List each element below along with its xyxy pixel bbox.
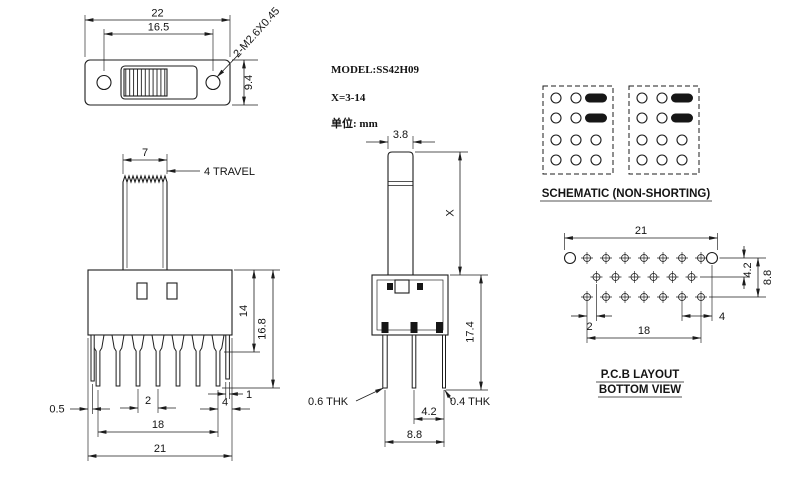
dim-pcb-width: 21 [635,225,647,237]
dim-thk-rear: 0.4 THK [450,396,491,408]
actuator-knob [122,174,168,270]
body-profile [371,274,449,336]
unit-note: 单位: mm [331,116,378,130]
terminal-pins [90,334,230,387]
side-view-dimensions: 7 4 TRAVEL 0.5 2 1 4 18 21 14 16.8 [49,147,280,461]
x-range-note: X=3-14 [331,92,366,104]
title-block: MODEL:SS42H09 X=3-14 单位: mm [331,64,420,130]
pcb-view: 21 2 4 18 4.2 8.8 P.C.B LAYOUT BOTTOM VI… [563,225,774,398]
model-number: MODEL:SS42H09 [331,64,420,76]
dim-pin-width: 1 [246,389,252,401]
schematic-view: SCHEMATIC (NON-SHORTING) [540,85,712,202]
hole-spec-label: 2-M2.6X0.45 [231,5,282,60]
pcb-caption-line1: P.C.B LAYOUT [601,369,680,381]
schematic-caption: SCHEMATIC (NON-SHORTING) [542,188,711,200]
dim-actuator-height: X [445,209,457,217]
schematic-slider-contacts [585,93,693,123]
schematic-contacts [550,92,688,166]
pcb-mount-hole-right [705,251,719,265]
mounting-hole-right [205,74,221,91]
front-view: 22 16.5 9.4 2-M2.6X0.45 [84,5,282,106]
dim-pin-span: 18 [152,419,164,431]
schematic-section-1 [542,85,614,175]
dim-pcb-pad-span: 18 [638,325,650,337]
front-view-outline [84,59,231,106]
dim-thk-front: 0.6 THK [308,396,349,408]
slider-window [120,65,198,100]
dim-travel: 4 TRAVEL [204,166,255,178]
dim-actuator-width: 3.8 [393,129,408,141]
dim-front-width: 22 [151,8,163,20]
side-view: 7 4 TRAVEL 0.5 2 1 4 18 21 14 16.8 [49,147,280,461]
switch-body [87,269,233,336]
pin-rows-profile [382,334,446,389]
dim-end-gap: 4 [222,397,228,409]
pcb-mount-hole-left [563,251,577,265]
dim-hole-spacing: 16.5 [148,22,169,34]
pcb-caption-line2: BOTTOM VIEW [599,384,681,396]
pcb-dimensions: 21 2 4 18 4.2 8.8 [564,225,774,343]
profile-view-dimensions: 3.8 X 17.4 0.6 THK 0.4 THK 4.2 8.8 [308,129,491,447]
dim-body-height: 14 [238,305,250,317]
schematic-section-2 [628,85,700,175]
dim-row-span: 8.8 [407,429,422,441]
knurled-knob [123,68,168,97]
dim-knob-width: 7 [142,147,148,159]
dim-front-height: 9.4 [243,75,255,90]
dim-pcb-row-pitch: 4.2 [742,262,754,277]
dim-pcb-row-span: 8.8 [762,270,774,285]
front-view-dimensions: 22 16.5 9.4 2-M2.6X0.45 [84,5,282,106]
mounting-hole-left [96,74,112,91]
dim-total-height: 16.8 [257,318,269,339]
dim-profile-height: 17.4 [465,321,477,342]
dim-pin-pitch: 2 [145,395,151,407]
dim-pcb-stagger: 2 [586,321,592,333]
dim-pin-offset: 0.5 [49,404,64,416]
actuator-profile [387,151,414,275]
profile-view-outline [371,151,449,389]
dim-pcb-end-gap: 4 [719,311,725,323]
pcb-pads [580,251,708,304]
side-view-outline [87,174,233,387]
dim-row-pitch: 4.2 [421,406,436,418]
profile-view: 3.8 X 17.4 0.6 THK 0.4 THK 4.2 8.8 [308,129,491,447]
dim-body-width: 21 [154,443,166,455]
